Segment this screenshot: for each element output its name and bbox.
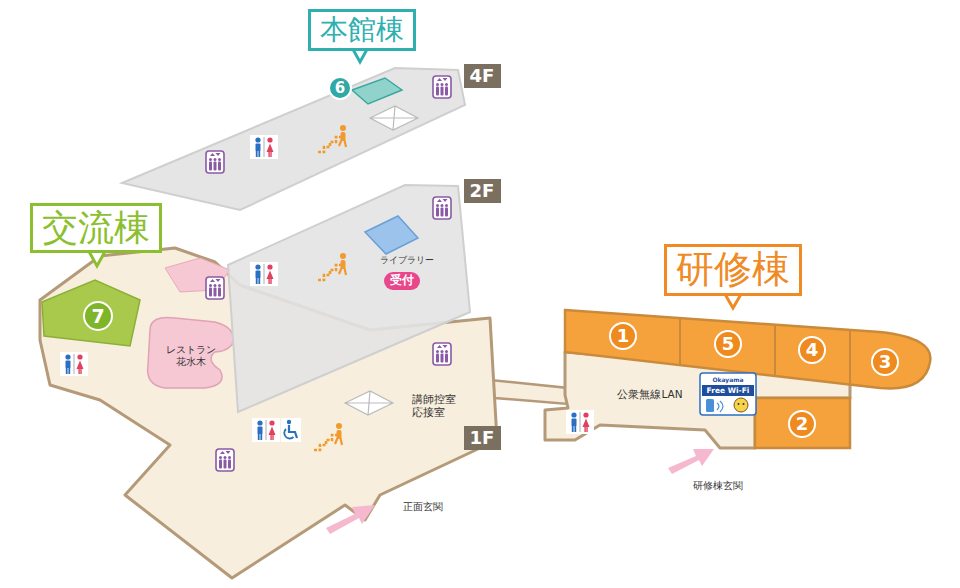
callout-number: 5 xyxy=(714,330,742,358)
building-callout: 本館棟 xyxy=(308,9,416,51)
facility-label: 公衆無線LAN xyxy=(617,388,682,401)
node-text: 2F xyxy=(470,181,495,202)
mascot xyxy=(734,398,748,412)
floor-4f xyxy=(122,68,465,210)
void xyxy=(345,391,393,415)
floor-tag: 2F xyxy=(464,179,501,204)
node-text: 5 xyxy=(722,335,735,353)
elevator-icon xyxy=(433,197,451,219)
elevator-icon xyxy=(206,277,224,299)
node-text: 本館棟 xyxy=(320,15,404,46)
hall-room xyxy=(352,78,402,104)
room-label: 講師控室 応接室 xyxy=(412,393,460,419)
floor-2f xyxy=(206,185,470,412)
stairs-icon xyxy=(318,253,346,280)
room-label: レストラン 花水木 xyxy=(163,344,219,369)
node-text: 交流棟 xyxy=(42,208,150,248)
callout-number: 3 xyxy=(871,348,899,376)
elevator-icon xyxy=(206,151,224,173)
callout-number: 4 xyxy=(798,336,826,364)
building-callout: 交流棟 xyxy=(30,203,162,253)
elevator-icon xyxy=(433,343,451,365)
wifi-phone xyxy=(706,399,714,412)
slab-4f xyxy=(122,68,465,210)
callout-number: 6 xyxy=(328,76,352,100)
toilet-icon xyxy=(252,418,280,442)
node-text: 2 xyxy=(796,415,809,433)
wifi-badge xyxy=(700,373,756,415)
stairs-icon xyxy=(314,423,342,450)
node-text: 7 xyxy=(91,307,104,326)
node-text: 1 xyxy=(617,327,630,345)
wheelchair-icon xyxy=(281,418,301,442)
node-text: 4F xyxy=(470,66,495,87)
exchange-room xyxy=(42,280,140,346)
wifi-waves xyxy=(717,401,723,412)
library-room xyxy=(365,216,418,254)
entrance-label: 正面玄関 xyxy=(403,501,443,514)
toilet-icon xyxy=(250,262,278,286)
floor-tag: 4F xyxy=(464,64,501,89)
logo-text: Free Wi-Fi xyxy=(707,386,750,395)
training-building xyxy=(545,310,930,448)
node-text: 6 xyxy=(335,81,345,96)
void xyxy=(370,106,418,130)
mascot-eye xyxy=(738,403,740,405)
callout-number: 1 xyxy=(609,322,637,350)
node-text: 4 xyxy=(806,341,819,359)
logo-text: Okayama xyxy=(712,376,743,384)
node-text: 研修棟 xyxy=(676,249,790,291)
corridor xyxy=(490,380,568,404)
mascot-eye xyxy=(743,403,745,405)
wifi-band xyxy=(702,385,754,396)
elevator-icon xyxy=(216,449,234,471)
entrance-arrow xyxy=(668,449,714,474)
elevator-icon xyxy=(433,76,451,98)
restaurant-area xyxy=(148,318,234,389)
node-text: 3 xyxy=(879,353,892,371)
toilet-icon xyxy=(250,135,278,159)
floor-tag: 1F xyxy=(464,426,501,451)
callout-number: 2 xyxy=(788,410,816,438)
training-room xyxy=(755,398,850,448)
toilet-icon xyxy=(566,410,594,434)
slab-2f xyxy=(228,185,470,412)
building-callout: 研修棟 xyxy=(664,244,802,296)
entrance-label: 研修棟玄関 xyxy=(693,480,743,493)
node-text: 1F xyxy=(470,428,495,449)
stairs-icon xyxy=(318,125,346,152)
callout-number: 7 xyxy=(83,301,113,331)
room-label: ライブラリー xyxy=(380,255,434,266)
node-text: 受付 xyxy=(390,273,414,289)
entrance-arrow xyxy=(326,505,375,534)
reception-badge: 受付 xyxy=(384,272,420,290)
toilet-icon xyxy=(60,352,88,376)
